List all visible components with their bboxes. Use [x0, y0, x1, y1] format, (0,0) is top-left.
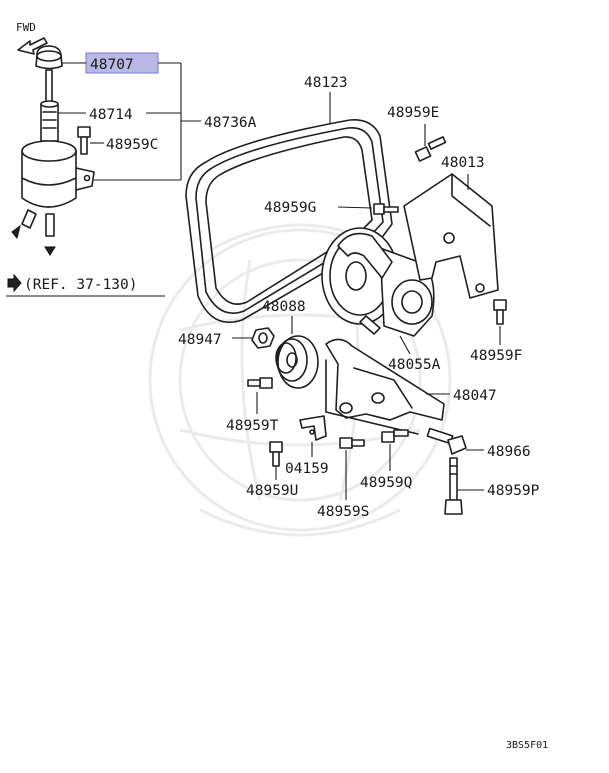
- bolt-48959F: [493, 299, 507, 325]
- clip-04159: [299, 415, 327, 441]
- idler-pulley: [275, 335, 319, 389]
- bolt-48959G: [373, 203, 399, 215]
- callout-48055A[interactable]: 48055A: [388, 357, 441, 373]
- callout-04159[interactable]: 04159: [285, 461, 329, 477]
- callout-48707[interactable]: 48707: [85, 52, 159, 74]
- callout-48959E[interactable]: 48959E: [387, 105, 439, 121]
- callout-48959S[interactable]: 48959S: [317, 504, 369, 520]
- callout-48947[interactable]: 48947: [178, 332, 222, 348]
- callout-48966[interactable]: 48966: [487, 444, 531, 460]
- bolt-48959Q: [381, 429, 409, 443]
- drive-belt: [185, 119, 393, 324]
- callout-48959Q[interactable]: 48959Q: [360, 475, 412, 491]
- fwd-label: FWD: [16, 21, 36, 34]
- adjuster-48966: [426, 427, 467, 455]
- power-steering-pump: [321, 227, 435, 337]
- callout-48959U[interactable]: 48959U: [246, 483, 298, 499]
- callout-label-48707: 48707: [90, 57, 134, 73]
- reservoir-assembly: [11, 45, 95, 256]
- callout-48088[interactable]: 48088: [262, 299, 306, 315]
- reference-label: (REF. 37-130): [24, 277, 138, 293]
- adjuster-bracket-48047: [325, 338, 445, 435]
- callout-48959F[interactable]: 48959F: [470, 348, 522, 364]
- bolt-48959P: [444, 457, 463, 515]
- bolt-48959T: [247, 377, 273, 389]
- callout-48959C[interactable]: 48959C: [106, 137, 158, 153]
- bolt-48959S: [339, 437, 365, 449]
- fwd-indicator: FWD: [16, 21, 48, 55]
- bolt-48959E: [414, 136, 447, 162]
- leader-48055A: [399, 335, 411, 355]
- nut-48947: [251, 327, 275, 349]
- callout-48047[interactable]: 48047: [453, 388, 497, 404]
- leader-48959G: [337, 206, 373, 209]
- callout-48959G[interactable]: 48959G: [264, 200, 316, 216]
- right-arrow-icon: [7, 273, 22, 293]
- callout-48013[interactable]: 48013: [441, 155, 485, 171]
- callout-48714[interactable]: 48714: [89, 107, 133, 123]
- reference-note[interactable]: (REF. 37-130): [6, 273, 165, 297]
- pump-bracket-48013: [403, 173, 499, 299]
- figure-code: 3BS5F01: [506, 740, 548, 751]
- bolt-48959U: [269, 441, 283, 467]
- fwd-arrow-icon: [17, 37, 48, 55]
- callout-48123[interactable]: 48123: [304, 75, 348, 91]
- callout-48959T[interactable]: 48959T: [226, 418, 279, 434]
- callout-48736A[interactable]: 48736A: [204, 115, 257, 131]
- callout-48959P[interactable]: 48959P: [487, 483, 540, 499]
